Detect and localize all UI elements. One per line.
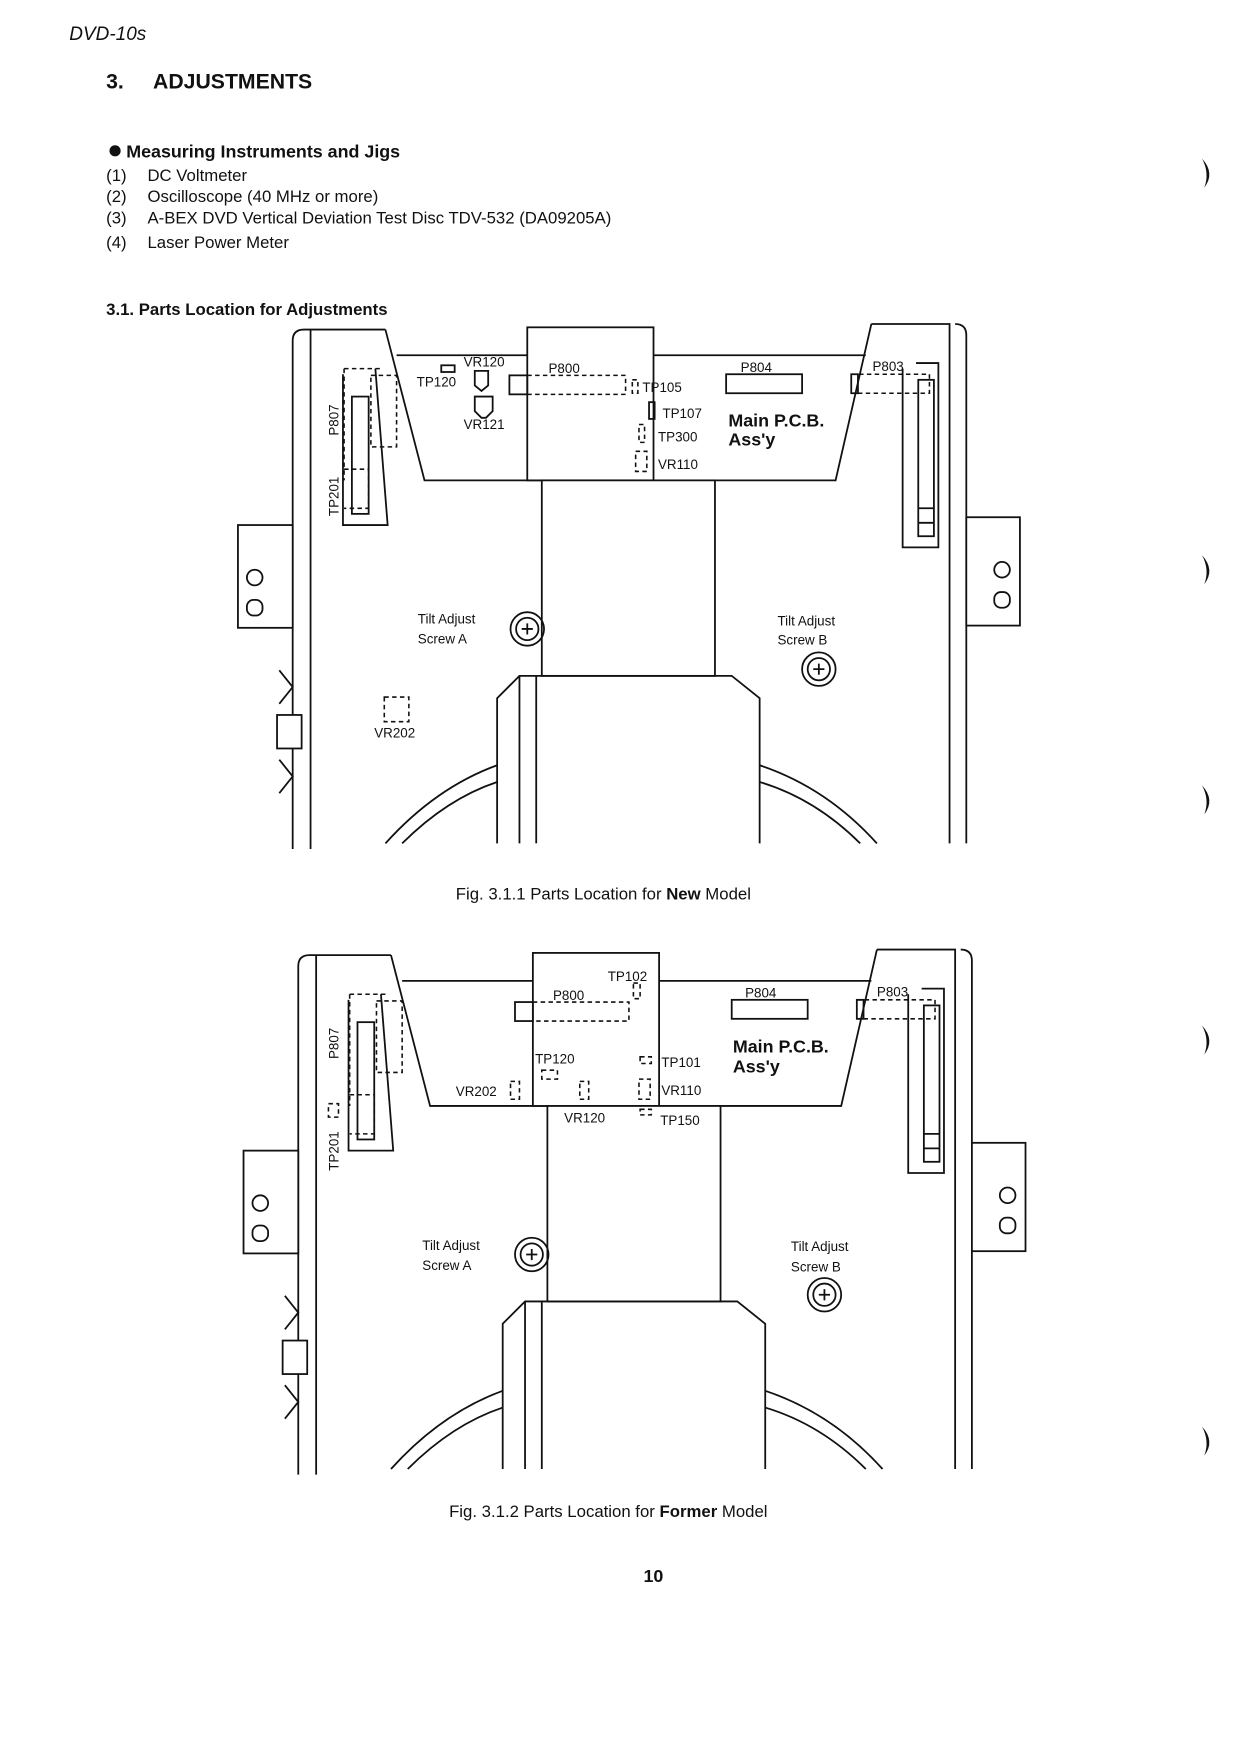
- label-tilt-a: Tilt Adjust: [418, 611, 476, 626]
- label-p807: P807: [326, 404, 341, 435]
- label-screw-a: Screw A: [418, 631, 467, 646]
- label-vr202: VR202: [456, 1084, 497, 1099]
- label-p804: P804: [741, 360, 773, 375]
- figure-new-model: VR120 TP120 VR121 P800 TP105 TP107 TP300…: [237, 323, 1021, 850]
- model-header: DVD-10s: [69, 24, 147, 45]
- section-title: ADJUSTMENTS: [153, 70, 312, 93]
- label-tp101: TP101: [661, 1055, 700, 1070]
- binding-marks: [1202, 158, 1210, 1456]
- label-assy: Ass'y: [728, 430, 775, 450]
- list-item: DC Voltmeter: [147, 166, 247, 185]
- label-p800: P800: [553, 988, 584, 1003]
- label-tp150: TP150: [660, 1113, 699, 1128]
- label-tilt-b: Tilt Adjust: [791, 1239, 849, 1254]
- chassis-drawing: [237, 323, 1021, 850]
- instruments-heading: Measuring Instruments and Jigs: [126, 142, 400, 162]
- list-item-number: (2): [106, 187, 126, 206]
- figure-caption-new: Fig. 3.1.1 Parts Location for New Model: [456, 884, 751, 903]
- bullet-icon: [109, 145, 121, 157]
- label-vr120: VR120: [564, 1111, 605, 1126]
- tilt-screw-a-icon: [509, 611, 545, 647]
- figure-former-model: TP102 P800 P804 P803 P807 TP201 TP120 TP…: [242, 948, 1027, 1476]
- tilt-screw-b-icon: [806, 1277, 843, 1313]
- label-tp105: TP105: [642, 380, 681, 395]
- label-p800: P800: [549, 361, 580, 376]
- label-screw-a: Screw A: [422, 1258, 471, 1273]
- label-vr120: VR120: [464, 354, 505, 369]
- tilt-screw-b-icon: [801, 651, 837, 687]
- vr120-icon: [473, 369, 490, 393]
- label-main-pcb: Main P.C.B.: [733, 1036, 829, 1056]
- label-tp107: TP107: [662, 406, 701, 421]
- tilt-screw-a-icon: [514, 1236, 550, 1273]
- label-p807: P807: [326, 1028, 341, 1059]
- label-p803: P803: [872, 359, 903, 374]
- label-tp120: TP120: [535, 1052, 574, 1067]
- label-tp300: TP300: [658, 429, 697, 444]
- label-p804: P804: [745, 986, 777, 1001]
- label-tp201: TP201: [326, 1131, 341, 1170]
- label-assy: Ass'y: [733, 1056, 780, 1076]
- list-item: Laser Power Meter: [147, 233, 289, 252]
- list-item-number: (1): [106, 166, 126, 185]
- label-tp102: TP102: [608, 969, 647, 984]
- list-item: Oscilloscope (40 MHz or more): [147, 187, 378, 206]
- label-vr110: VR110: [658, 457, 698, 472]
- figure-caption-former: Fig. 3.1.2 Parts Location for Former Mod…: [449, 1502, 767, 1521]
- label-screw-b: Screw B: [778, 633, 828, 648]
- chassis-drawing: [242, 948, 1027, 1476]
- section-number: 3.: [106, 70, 124, 93]
- label-vr110: VR110: [661, 1083, 701, 1098]
- label-screw-b: Screw B: [791, 1259, 841, 1274]
- page-number: 10: [643, 1566, 663, 1586]
- list-item-number: (3): [106, 208, 126, 227]
- label-vr202: VR202: [374, 725, 415, 740]
- label-p803: P803: [877, 984, 908, 999]
- instrument-list: (1) DC Voltmeter (2) Oscilloscope (40 MH…: [106, 166, 611, 252]
- subsection-title: 3.1. Parts Location for Adjustments: [106, 300, 387, 319]
- vr121-icon: [473, 395, 494, 419]
- list-item: A-BEX DVD Vertical Deviation Test Disc T…: [147, 208, 611, 227]
- label-tp201: TP201: [326, 477, 341, 516]
- label-tilt-b: Tilt Adjust: [778, 614, 836, 629]
- list-item-number: (4): [106, 233, 126, 252]
- label-vr121: VR121: [464, 417, 505, 432]
- label-tilt-a: Tilt Adjust: [422, 1238, 480, 1253]
- label-main-pcb: Main P.C.B.: [728, 411, 824, 431]
- label-tp120: TP120: [417, 375, 456, 390]
